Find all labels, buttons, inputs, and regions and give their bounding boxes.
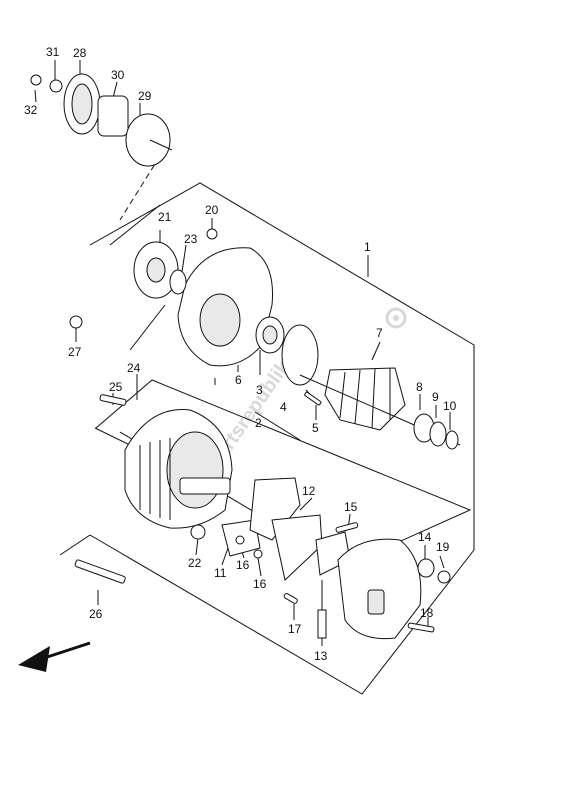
callout-26: 26 [89, 607, 103, 621]
rear-housing [74, 394, 233, 584]
callout-29: 29 [138, 89, 152, 103]
callout-2: 2 [255, 416, 262, 430]
callout-16b: 16 [253, 577, 267, 591]
nut-31 [49, 79, 63, 93]
callout-25: 25 [109, 380, 123, 394]
bolt-26 [74, 559, 126, 584]
ring-9 [429, 421, 447, 447]
callout-24: 24 [127, 361, 141, 375]
callout-9: 9 [432, 390, 439, 404]
ring-10 [445, 430, 459, 450]
callout-19: 19 [436, 540, 450, 554]
callout-1: 1 [364, 240, 371, 254]
cap-14 [417, 558, 435, 578]
rectifier-regulator [190, 391, 451, 640]
bushing-22 [190, 524, 206, 540]
callout-21: 21 [158, 210, 172, 224]
retainer-2 [281, 324, 319, 386]
screw-16a [235, 535, 245, 545]
callout-16a: 16 [236, 558, 250, 572]
screw-16b [253, 549, 263, 559]
screw-15 [335, 522, 359, 533]
callout-27: 27 [68, 345, 82, 359]
nut-20 [206, 228, 218, 240]
callout-17: 17 [288, 622, 302, 636]
callout-3: 3 [256, 383, 263, 397]
front-housing [69, 228, 285, 367]
front-direction-arrow-icon [18, 641, 91, 672]
callout-5: 5 [312, 421, 319, 435]
nut-27 [69, 315, 83, 329]
callout-12: 12 [302, 484, 316, 498]
spacer-23 [169, 269, 187, 295]
callout-31: 31 [46, 45, 60, 59]
cover-29 [125, 113, 171, 167]
callout-28: 28 [73, 46, 87, 60]
callout-4: 4 [280, 400, 287, 414]
callout-20: 20 [205, 203, 219, 217]
screw-5 [304, 391, 322, 406]
rotor-assembly [281, 324, 461, 450]
callout-14: 14 [418, 530, 432, 544]
callout-32: 32 [24, 103, 38, 117]
callout-7: 7 [376, 326, 383, 340]
regulator [271, 514, 323, 581]
pulley-assembly [30, 73, 173, 167]
screw-18 [407, 622, 435, 633]
callout-23: 23 [184, 232, 198, 246]
callout-labels: 1 2 3 4 5 6 7 8 9 10 11 12 13 14 15 16 1… [24, 45, 457, 663]
damper-30 [97, 95, 129, 137]
callout-10: 10 [443, 399, 457, 413]
callout-11: 11 [214, 566, 227, 580]
callout-15: 15 [344, 500, 358, 514]
screw-17 [283, 592, 298, 604]
washer-32 [30, 74, 42, 86]
nut-19 [437, 570, 451, 584]
callout-8: 8 [416, 380, 423, 394]
callout-22: 22 [188, 556, 202, 570]
callout-6: 6 [235, 373, 242, 387]
assembly-frame-1 [89, 182, 475, 695]
bolt-25 [99, 394, 127, 406]
gear-logo-icon [385, 307, 407, 329]
callout-30: 30 [111, 68, 125, 82]
callout-13: 13 [314, 649, 328, 663]
callout-18: 18 [420, 606, 434, 620]
spring-13 [317, 609, 327, 639]
